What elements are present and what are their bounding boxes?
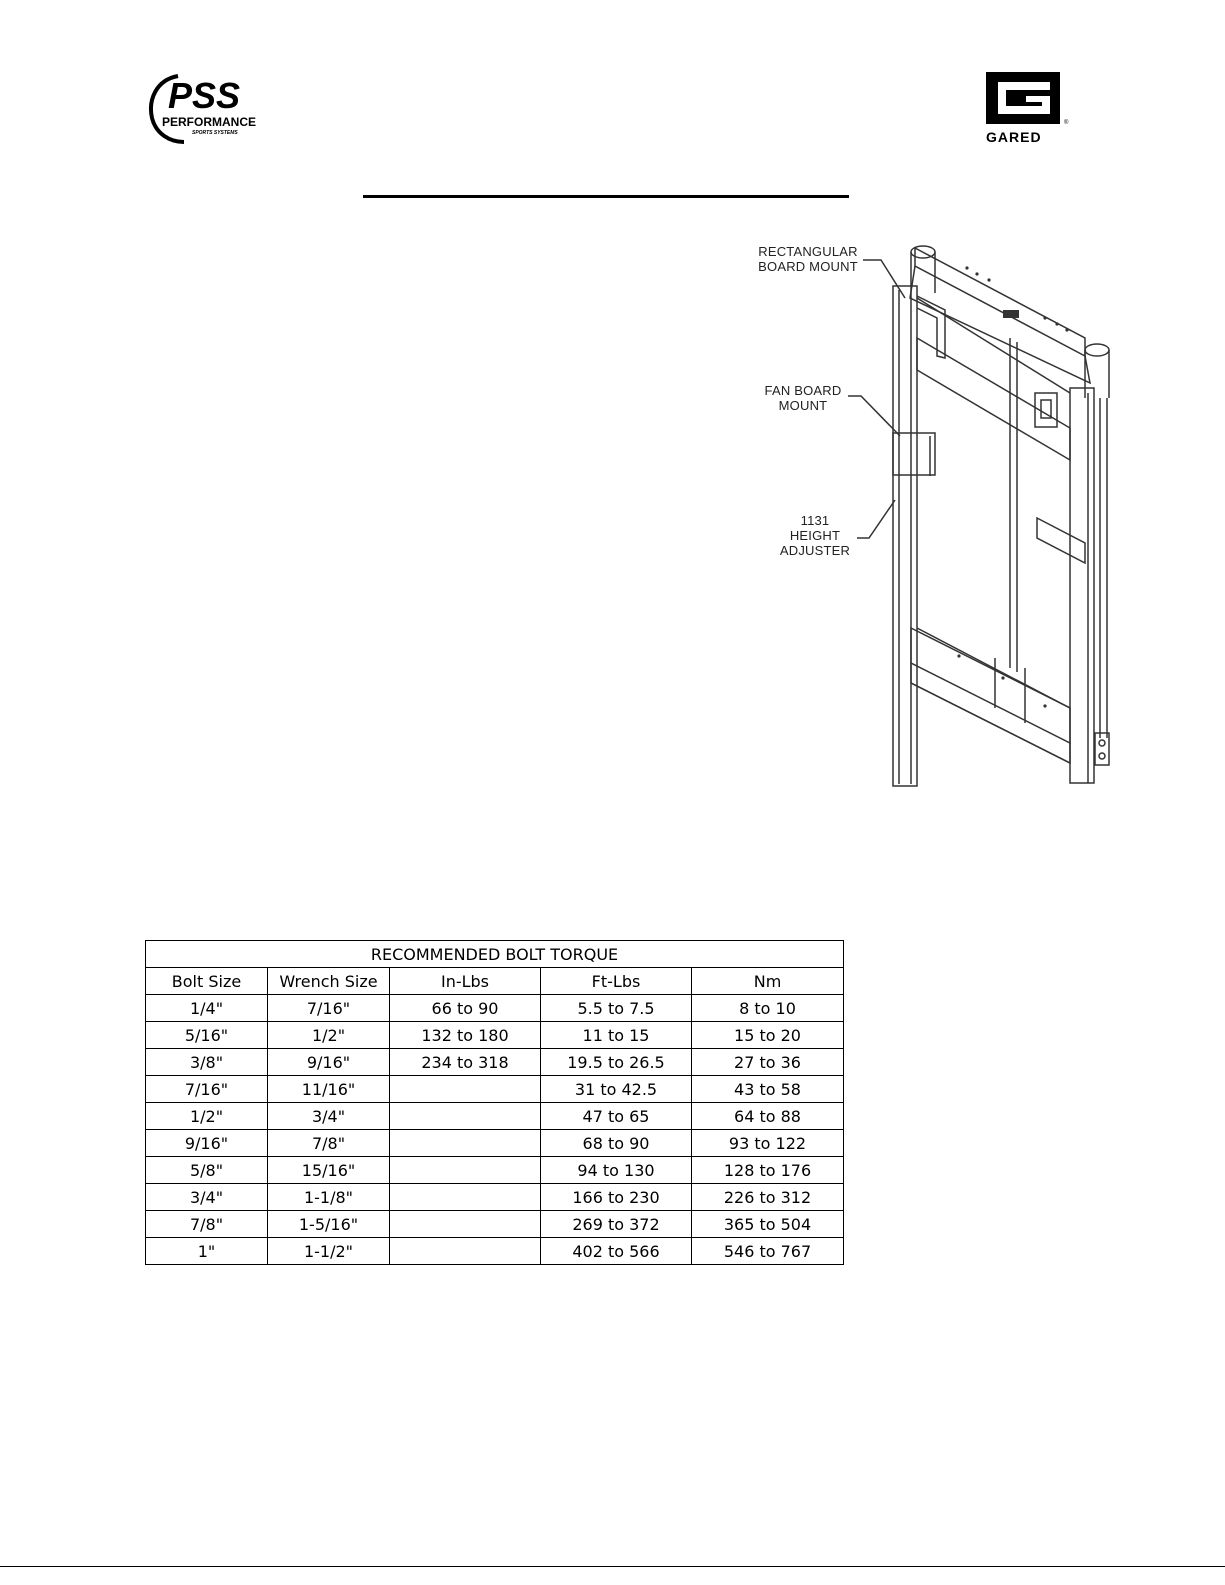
cell-bolt-size: 1/2" (145, 1102, 268, 1130)
cell-bolt-size: 1/4" (145, 994, 268, 1022)
cell-wrench-size: 7/16" (267, 994, 390, 1022)
cell-in-lbs (389, 1183, 541, 1211)
header-ft-lbs: Ft-Lbs (540, 967, 692, 995)
cell-bolt-size: 3/8" (145, 1048, 268, 1076)
cell-nm: 8 to 10 (691, 994, 844, 1022)
cell-bolt-size: 1" (145, 1237, 268, 1265)
cell-wrench-size: 15/16" (267, 1156, 390, 1184)
table-title-row: RECOMMENDED BOLT TORQUE (145, 940, 844, 968)
cell-ft-lbs: 5.5 to 7.5 (540, 994, 692, 1022)
callout-rectangular-board-mount: RECTANGULAR BOARD MOUNT (747, 244, 869, 274)
pss-performance-logo: PSS PERFORMANCE SPORTS SYSTEMS (148, 70, 263, 146)
callout-line: 1131 (800, 513, 830, 528)
cell-wrench-size: 11/16" (267, 1075, 390, 1103)
cell-ft-lbs: 19.5 to 26.5 (540, 1048, 692, 1076)
cell-ft-lbs: 11 to 15 (540, 1021, 692, 1049)
cell-ft-lbs: 31 to 42.5 (540, 1075, 692, 1103)
logo-line-1: PERFORMANCE (162, 115, 256, 129)
cell-nm: 27 to 36 (691, 1048, 844, 1076)
title-rule (363, 195, 849, 198)
callout-line: BOARD MOUNT (758, 259, 858, 274)
header-wrench-size: Wrench Size (267, 967, 390, 995)
cell-nm: 93 to 122 (691, 1129, 844, 1157)
callout-line: HEIGHT (789, 528, 841, 543)
footer-rule (0, 1566, 1225, 1567)
cell-nm: 15 to 20 (691, 1021, 844, 1049)
cell-in-lbs: 132 to 180 (389, 1021, 541, 1049)
cell-bolt-size: 3/4" (145, 1183, 268, 1211)
callout-fan-board-mount: FAN BOARD MOUNT (753, 383, 853, 413)
cell-in-lbs (389, 1237, 541, 1265)
cell-wrench-size: 9/16" (267, 1048, 390, 1076)
cell-ft-lbs: 94 to 130 (540, 1156, 692, 1184)
cell-in-lbs (389, 1102, 541, 1130)
gared-logo-icon: ® GARED (986, 72, 1069, 145)
cell-nm: 43 to 58 (691, 1075, 844, 1103)
header-in-lbs: In-Lbs (389, 967, 541, 995)
cell-in-lbs (389, 1129, 541, 1157)
cell-ft-lbs: 166 to 230 (540, 1183, 692, 1211)
callout-line: FAN BOARD (764, 383, 842, 398)
bolt-torque-table: RECOMMENDED BOLT TORQUE Bolt Size Wrench… (145, 940, 844, 1265)
logo-wordmark: PSS (168, 75, 240, 116)
cell-in-lbs (389, 1075, 541, 1103)
callout-line: ADJUSTER (779, 543, 851, 558)
cell-ft-lbs: 269 to 372 (540, 1210, 692, 1238)
header-nm: Nm (691, 967, 844, 995)
callout-height-adjuster: 1131 HEIGHT ADJUSTER (775, 513, 855, 558)
cell-bolt-size: 7/16" (145, 1075, 268, 1103)
cell-wrench-size: 1-1/2" (267, 1237, 390, 1265)
cell-wrench-size: 1-1/8" (267, 1183, 390, 1211)
pss-logo-icon: PSS PERFORMANCE SPORTS SYSTEMS (149, 74, 256, 144)
cell-ft-lbs: 47 to 65 (540, 1102, 692, 1130)
cell-wrench-size: 1-5/16" (267, 1210, 390, 1238)
cell-wrench-size: 1/2" (267, 1021, 390, 1049)
table-header-row: Bolt Size Wrench Size In-Lbs Ft-Lbs Nm (145, 967, 844, 995)
header-bolt-size: Bolt Size (145, 967, 268, 995)
cell-in-lbs (389, 1156, 541, 1184)
logo-line-2: SPORTS SYSTEMS (192, 130, 238, 136)
cell-nm: 365 to 504 (691, 1210, 844, 1238)
cell-nm: 546 to 767 (691, 1237, 844, 1265)
cell-bolt-size: 5/8" (145, 1156, 268, 1184)
cell-bolt-size: 9/16" (145, 1129, 268, 1157)
callout-line: MOUNT (778, 398, 828, 413)
cell-in-lbs: 234 to 318 (389, 1048, 541, 1076)
cell-bolt-size: 7/8" (145, 1210, 268, 1238)
gared-wordmark: GARED (986, 129, 1042, 145)
cell-nm: 226 to 312 (691, 1183, 844, 1211)
cell-nm: 128 to 176 (691, 1156, 844, 1184)
cell-in-lbs (389, 1210, 541, 1238)
cell-ft-lbs: 68 to 90 (540, 1129, 692, 1157)
cell-wrench-size: 7/8" (267, 1129, 390, 1157)
frame-drawing (848, 245, 1110, 787)
cell-nm: 64 to 88 (691, 1102, 844, 1130)
frame-diagram: RECTANGULAR BOARD MOUNT FAN BOARD MOUNT … (745, 238, 1135, 808)
cell-ft-lbs: 402 to 566 (540, 1237, 692, 1265)
cell-wrench-size: 3/4" (267, 1102, 390, 1130)
table-title: RECOMMENDED BOLT TORQUE (145, 940, 844, 968)
cell-in-lbs: 66 to 90 (389, 994, 541, 1022)
gared-logo: ® GARED (984, 70, 1076, 146)
cell-bolt-size: 5/16" (145, 1021, 268, 1049)
svg-text:®: ® (1064, 119, 1069, 126)
callout-line: RECTANGULAR (758, 244, 858, 259)
